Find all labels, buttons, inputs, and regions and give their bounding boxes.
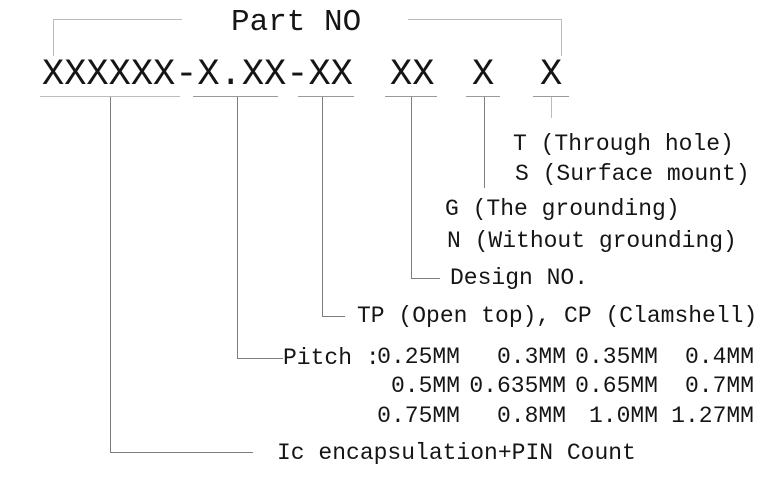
part-number-main-segment: XXXXXX-X.XX-XX (42, 54, 353, 96)
underline-encapsulation-segment (40, 96, 180, 97)
grounding-option-without: N (Without grounding) (447, 228, 737, 254)
underline-top-style-segment (298, 96, 354, 97)
connector-design-elbow-line (411, 278, 440, 279)
connector-pitch-vertical-line (237, 97, 238, 358)
grounding-option-grounded: G (The grounding) (445, 196, 680, 222)
pitch-label: Pitch : (283, 345, 380, 371)
pitch-value: 0.4MM (684, 343, 754, 370)
connector-mount-vertical-line (551, 97, 552, 118)
pitch-value: 0.3MM (496, 343, 566, 370)
design-no-label: Design NO. (450, 265, 589, 291)
diagram-title: Part NO (231, 5, 362, 40)
connector-encapsulation-elbow-line (110, 452, 253, 453)
underline-mount-segment (533, 96, 569, 97)
connector-design-vertical-line (411, 97, 412, 278)
part-number-design-segment: XX (390, 54, 435, 96)
title-bracket-left-vertical-line (53, 19, 54, 56)
top-style-label: TP (Open top), CP (Clamshell) (357, 303, 758, 329)
mount-option-surface-mount: S (Surface mount) (515, 161, 750, 187)
underline-grounding-segment (466, 96, 500, 97)
connector-grounding-vertical-line (484, 97, 485, 188)
pitch-value: 0.65MM (575, 373, 658, 400)
pitch-value: 0.635MM (469, 373, 566, 400)
title-bracket-right-horizontal-line (408, 19, 562, 20)
pitch-value: 0.75MM (377, 402, 460, 429)
pitch-value: 0.7MM (684, 373, 754, 400)
pitch-value: 0.35MM (575, 343, 658, 370)
connector-top-style-vertical-line (322, 97, 323, 316)
pitch-value: 0.8MM (496, 402, 566, 429)
underline-pitch-segment (193, 96, 278, 97)
title-bracket-left-horizontal-line (53, 19, 182, 20)
underline-design-segment (385, 96, 437, 97)
pitch-value: 1.27MM (671, 402, 754, 429)
title-bracket-right-vertical-line (561, 19, 562, 56)
connector-encapsulation-vertical-line (110, 97, 111, 452)
mount-option-through-hole: T (Through hole) (513, 131, 734, 157)
pitch-value: 0.25MM (377, 343, 460, 370)
connector-top-style-elbow-line (322, 316, 345, 317)
part-number-mount-segment: X (540, 54, 563, 96)
encapsulation-label: Ic encapsulation+PIN Count (277, 440, 636, 466)
pitch-values-table: 0.25MM 0.3MM 0.35MM 0.4MM 0.5MM 0.635MM … (377, 342, 754, 431)
pitch-value: 0.5MM (390, 373, 460, 400)
pitch-value: 1.0MM (588, 402, 658, 429)
connector-pitch-elbow-line (237, 358, 283, 359)
part-number-grounding-segment: X (472, 54, 495, 96)
